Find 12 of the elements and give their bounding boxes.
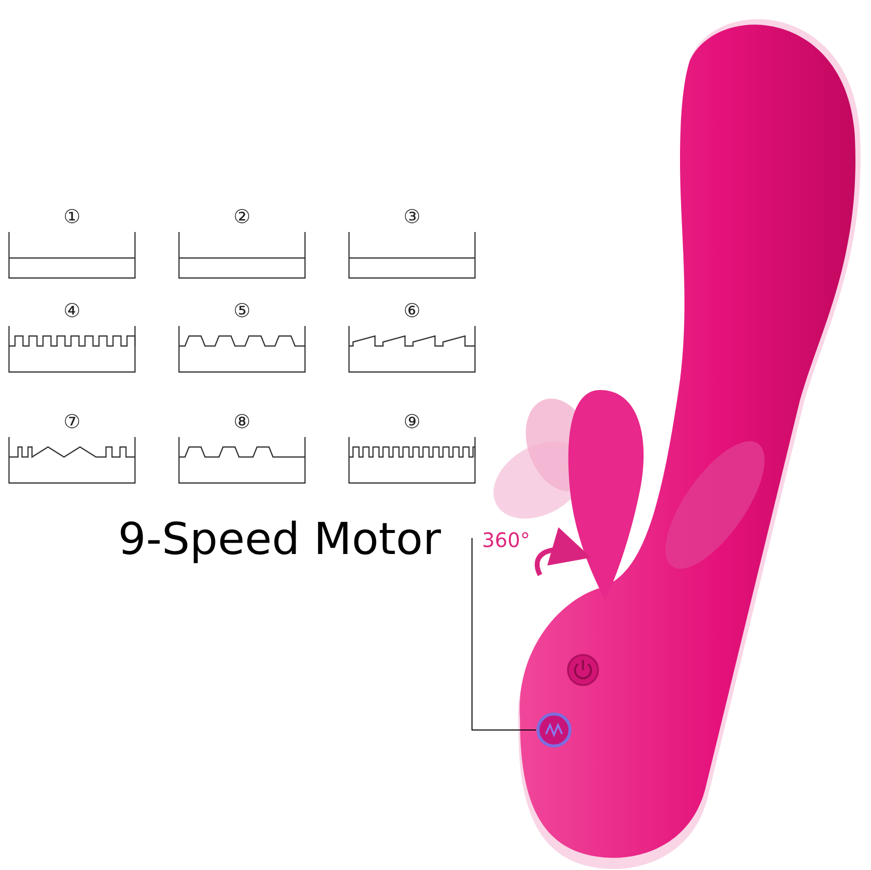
leader-line xyxy=(472,538,536,730)
pattern-number: ③ xyxy=(402,206,422,228)
pattern-number: ⑥ xyxy=(402,300,422,322)
pattern-number: ① xyxy=(62,206,82,228)
pattern-number: ⑨ xyxy=(402,411,422,433)
pattern-number: ② xyxy=(232,206,252,228)
angle-label: 360° xyxy=(482,528,530,552)
pattern-number: ⑦ xyxy=(62,411,82,433)
pattern-number: ⑤ xyxy=(232,300,252,322)
pattern-number: ④ xyxy=(62,300,82,322)
feature-label: 9-Speed Motor xyxy=(118,514,441,565)
pattern-number: ⑧ xyxy=(232,411,252,433)
